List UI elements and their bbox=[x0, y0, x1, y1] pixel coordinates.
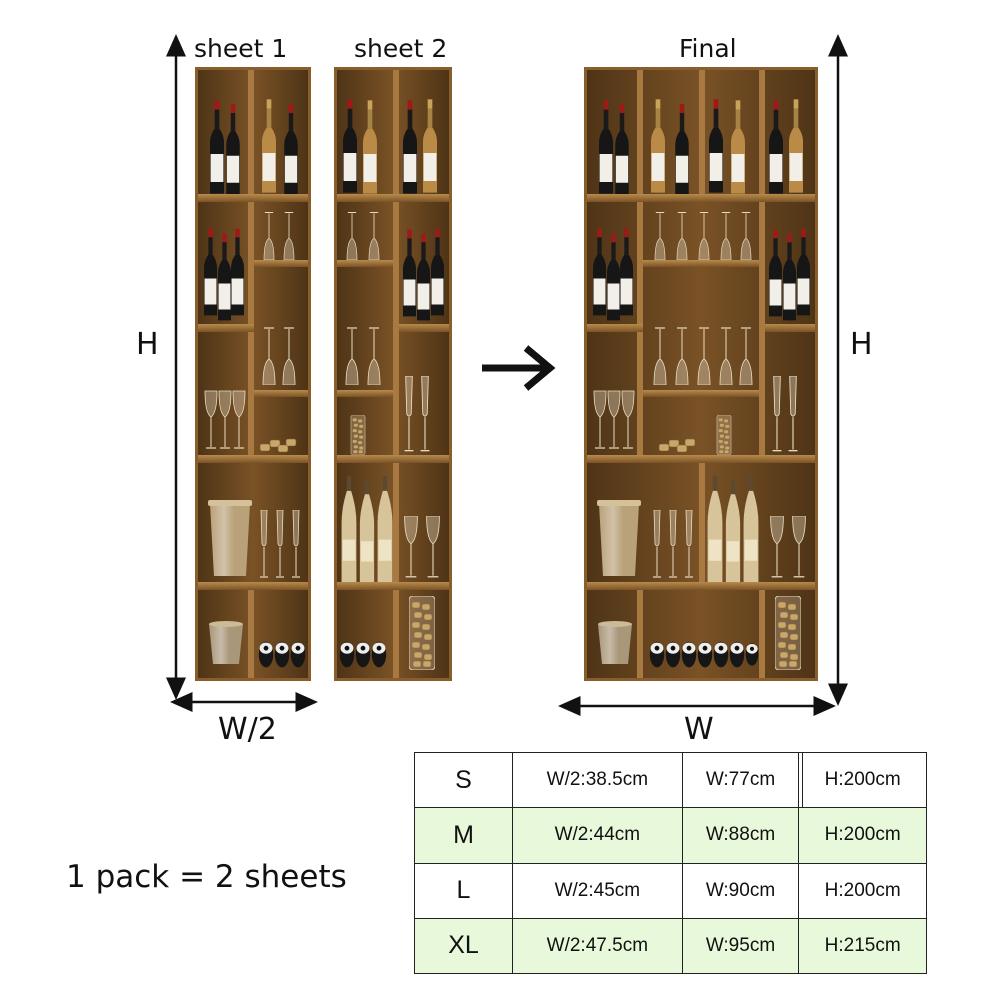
height-cell: H:215cm bbox=[798, 917, 927, 975]
height-label-left: H bbox=[136, 327, 159, 362]
sheet1-panel bbox=[195, 67, 311, 681]
right-arrow-icon bbox=[482, 345, 556, 391]
half-width-cell: W/2:45cm bbox=[512, 862, 683, 919]
height-label-right: H bbox=[850, 327, 873, 362]
width-cell: W:95cm bbox=[681, 917, 800, 975]
size-cell: L bbox=[414, 862, 513, 919]
size-row-l: L W/2:45cm W:90cm H:200cm bbox=[414, 862, 927, 919]
height-cell: H:200cm bbox=[798, 862, 927, 919]
sheet1-label: sheet 1 bbox=[194, 34, 288, 63]
sheet2-label: sheet 2 bbox=[354, 34, 448, 63]
half-width-label: W/2 bbox=[218, 712, 277, 747]
half-width-cell: W/2:47.5cm bbox=[512, 917, 683, 975]
width-cell: W:88cm bbox=[681, 807, 800, 864]
height-cell: H:200cm bbox=[798, 751, 927, 809]
size-table: S W/2:38.5cm W:77cm H:200cm M W/2:44cm W… bbox=[414, 751, 927, 975]
half-width-cell: W/2:44cm bbox=[512, 807, 683, 864]
width-cell: W:77cm bbox=[681, 751, 800, 809]
height-cell: H:200cm bbox=[798, 807, 927, 864]
size-row-xl: XL W/2:47.5cm W:95cm H:215cm bbox=[414, 917, 927, 975]
size-cell: M bbox=[414, 807, 513, 864]
width-cell: W:90cm bbox=[681, 862, 800, 919]
size-cell: S bbox=[414, 751, 513, 809]
size-row-m: M W/2:44cm W:88cm H:200cm bbox=[414, 807, 927, 864]
sheet2-panel bbox=[334, 67, 452, 681]
pack-note: 1 pack = 2 sheets bbox=[66, 859, 347, 895]
width-label: W bbox=[684, 712, 714, 747]
dimension-arrows bbox=[166, 34, 848, 716]
final-label: Final bbox=[679, 34, 737, 63]
size-row-s: S W/2:38.5cm W:77cm H:200cm bbox=[414, 751, 927, 809]
half-width-cell: W/2:38.5cm bbox=[512, 751, 683, 809]
final-panel bbox=[584, 67, 818, 681]
size-cell: XL bbox=[414, 917, 513, 975]
